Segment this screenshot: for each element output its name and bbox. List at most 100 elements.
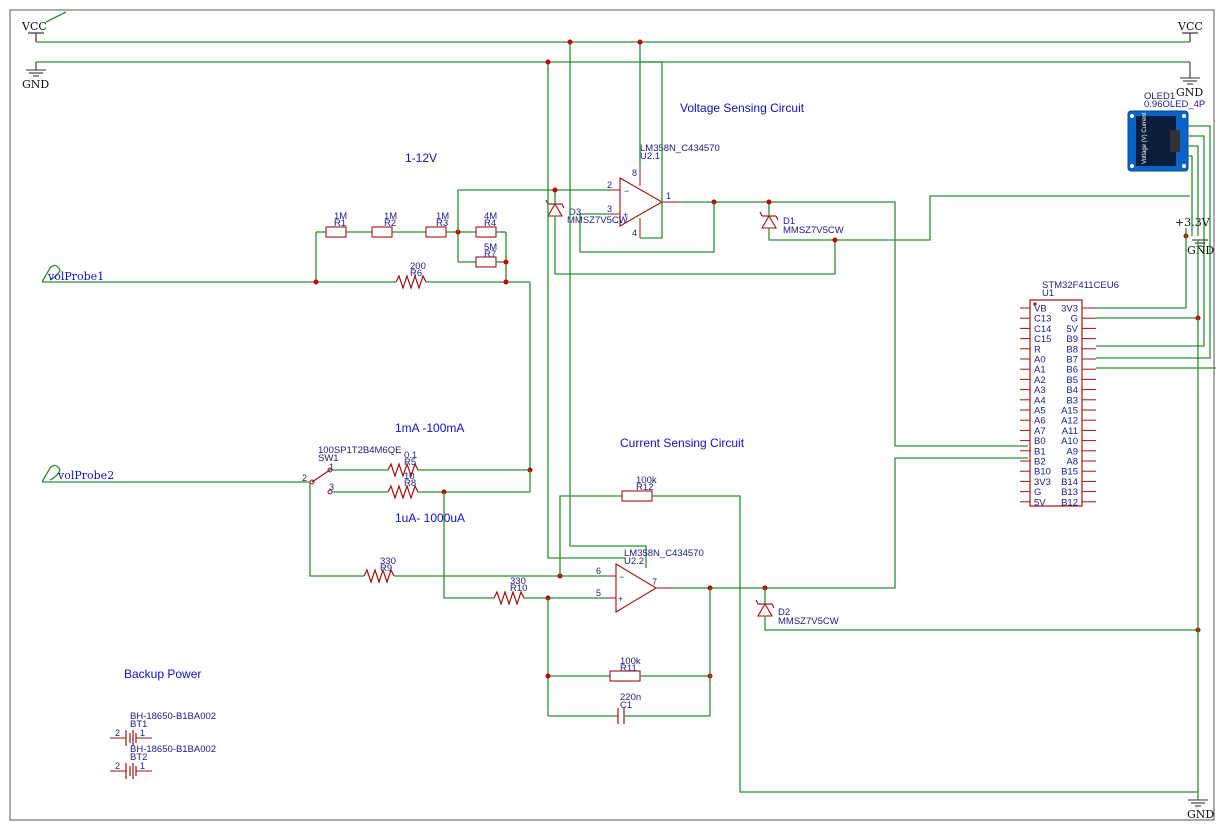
vcc-right-label: VCC	[1177, 20, 1203, 33]
battery-bt1: BH-18650-B1BA002 BT1 2 1	[110, 711, 216, 746]
r1-value: 1M	[334, 211, 347, 222]
c1-value: 220n	[620, 692, 641, 703]
r8-value: 10	[404, 471, 415, 482]
mcu-left-pin: B1	[1034, 446, 1046, 457]
r5-ref: R5	[404, 457, 416, 468]
gnd-bottom-label: GND	[1187, 808, 1214, 821]
probe-1: volProbe1	[41, 264, 316, 283]
zener-d3: D3 MMSZ7V5CW	[545, 199, 628, 226]
oled-part: 0.96OLED_4P	[1144, 99, 1205, 110]
mcu-right-pin: 3V3	[1061, 304, 1078, 315]
opamp-u2-1: − + 2 3 1 8 4 LM358N_C434570 U2.1	[607, 143, 720, 238]
mcu-left-pin: C15	[1034, 334, 1051, 345]
mcu-left-pin: A5	[1034, 406, 1046, 417]
r11-value: 100k	[620, 656, 641, 667]
r10-value: 330	[510, 576, 526, 587]
mcu-left-pin: A3	[1034, 385, 1046, 396]
r2-ref: R2	[384, 218, 396, 229]
bt1-pin-2: 2	[115, 728, 120, 738]
oled-ref: OLED1	[1144, 91, 1175, 102]
mcu-left-pin: A2	[1034, 375, 1046, 386]
r7-value: 5M	[484, 242, 497, 253]
r12-ref: R12	[636, 482, 653, 493]
mcu-left-pin: 3V3	[1034, 477, 1051, 488]
u21-pin-1: 1	[666, 191, 671, 201]
u21-pin-4: 4	[632, 228, 637, 238]
u21-ref: U2.1	[640, 151, 660, 162]
svg-text:−: −	[619, 572, 624, 582]
opamp-u2-2: − + 6 5 7 LM358N_C434570 U2.2	[596, 548, 704, 613]
bt2-part: BH-18650-B1BA002	[130, 744, 216, 755]
mcu-left-pin: C14	[1034, 324, 1051, 335]
resistor-r8	[387, 484, 419, 500]
u21-pin-8: 8	[632, 168, 637, 178]
mcu-right-pin: A10	[1061, 436, 1078, 447]
mcu-left-pin: 5V	[1034, 497, 1046, 508]
u21-pin-3: 3	[607, 204, 612, 214]
r1-ref: R1	[334, 218, 346, 229]
mcu-left-pin: A6	[1034, 416, 1046, 427]
range-ua-label: 1uA- 1000uA	[395, 511, 465, 525]
mcu-right-pin: B12	[1061, 497, 1078, 508]
r4-value: 4M	[484, 211, 497, 222]
bt2-ref: BT2	[130, 752, 147, 763]
mcu-right-pin: B13	[1061, 487, 1078, 498]
r2-value: 1M	[384, 211, 397, 222]
resistor-r10	[493, 590, 525, 606]
mcu-left-pin: C13	[1034, 314, 1051, 325]
bt2-pin-2: 2	[115, 761, 120, 771]
u22-pin-5: 5	[596, 588, 601, 598]
battery-bt2: BH-18650-B1BA002 BT2 2 1	[110, 744, 216, 779]
u22-ref: U2.2	[624, 556, 644, 567]
range-1-12v-label: 1-12V	[405, 151, 437, 165]
sw1-pin-3: 3	[329, 482, 334, 492]
mcu-left-pin: A4	[1034, 395, 1046, 406]
zener-d2: D2 MMSZ7V5CW	[755, 599, 839, 627]
gnd-left-label: GND	[22, 78, 49, 91]
mcu-left-pin: R	[1034, 344, 1041, 355]
probe-2-label: volProbe2	[57, 469, 114, 482]
r6-value: 200	[410, 261, 426, 272]
mcu-right-pin: A8	[1066, 457, 1078, 468]
sw1-pin-2: 2	[302, 473, 307, 483]
mcu-right-pin: G	[1071, 314, 1078, 325]
mcu-right-pin: 5V	[1066, 324, 1078, 335]
gnd-oled-label: GND	[1187, 244, 1214, 257]
r3-ref: R3	[436, 218, 448, 229]
d2-ref: D2	[778, 607, 790, 618]
mcu-right-pin: B4	[1066, 385, 1078, 396]
r9-ref: R9	[380, 563, 392, 574]
u21-part: LM358N_C434570	[640, 143, 720, 154]
svg-text:+: +	[618, 594, 623, 604]
sw1-pin-1: 1	[329, 462, 334, 472]
mcu-right-pin: B7	[1066, 355, 1078, 366]
current-circuit-title: Current Sensing Circuit	[620, 436, 745, 450]
mcu-right-pin: A12	[1061, 416, 1078, 427]
resistor-r6	[395, 274, 427, 290]
c1-ref: C1	[620, 700, 632, 711]
probe-1-label: volProbe1	[47, 270, 104, 283]
r3-value: 1M	[436, 211, 449, 222]
r10-ref: R10	[510, 583, 527, 594]
u22-part: LM358N_C434570	[624, 548, 704, 559]
mcu-right-pin: A9	[1066, 446, 1078, 457]
mcu-left-pin: B10	[1034, 467, 1051, 478]
r11-ref: R11	[620, 663, 637, 674]
d1-part: MMSZ7V5CW	[783, 225, 844, 236]
mcu-right-pin: A11	[1062, 426, 1078, 437]
sw1-part: 100SP1T2B4M6QE	[318, 445, 401, 456]
u21-pin-2: 2	[607, 180, 612, 190]
mcu-left-pin: A0	[1034, 355, 1046, 366]
zener-d1: D1 MMSZ7V5CW	[759, 211, 844, 236]
backup-power-title: Backup Power	[124, 667, 201, 681]
gnd-right-label: GND	[1176, 86, 1203, 99]
oled-screen-text: Voltage (V) Current	[1142, 112, 1148, 164]
mcu-right-pin: A15	[1061, 406, 1078, 417]
bt2-pin-1: 1	[140, 761, 145, 771]
u22-pin-6: 6	[596, 566, 601, 576]
mcu-right-pin: B15	[1061, 467, 1078, 478]
mcu-left-pin: B2	[1034, 457, 1046, 468]
r6-ref: R6	[410, 268, 422, 279]
r4-ref: R4	[484, 218, 496, 229]
r5-value: 0.1	[404, 450, 417, 461]
